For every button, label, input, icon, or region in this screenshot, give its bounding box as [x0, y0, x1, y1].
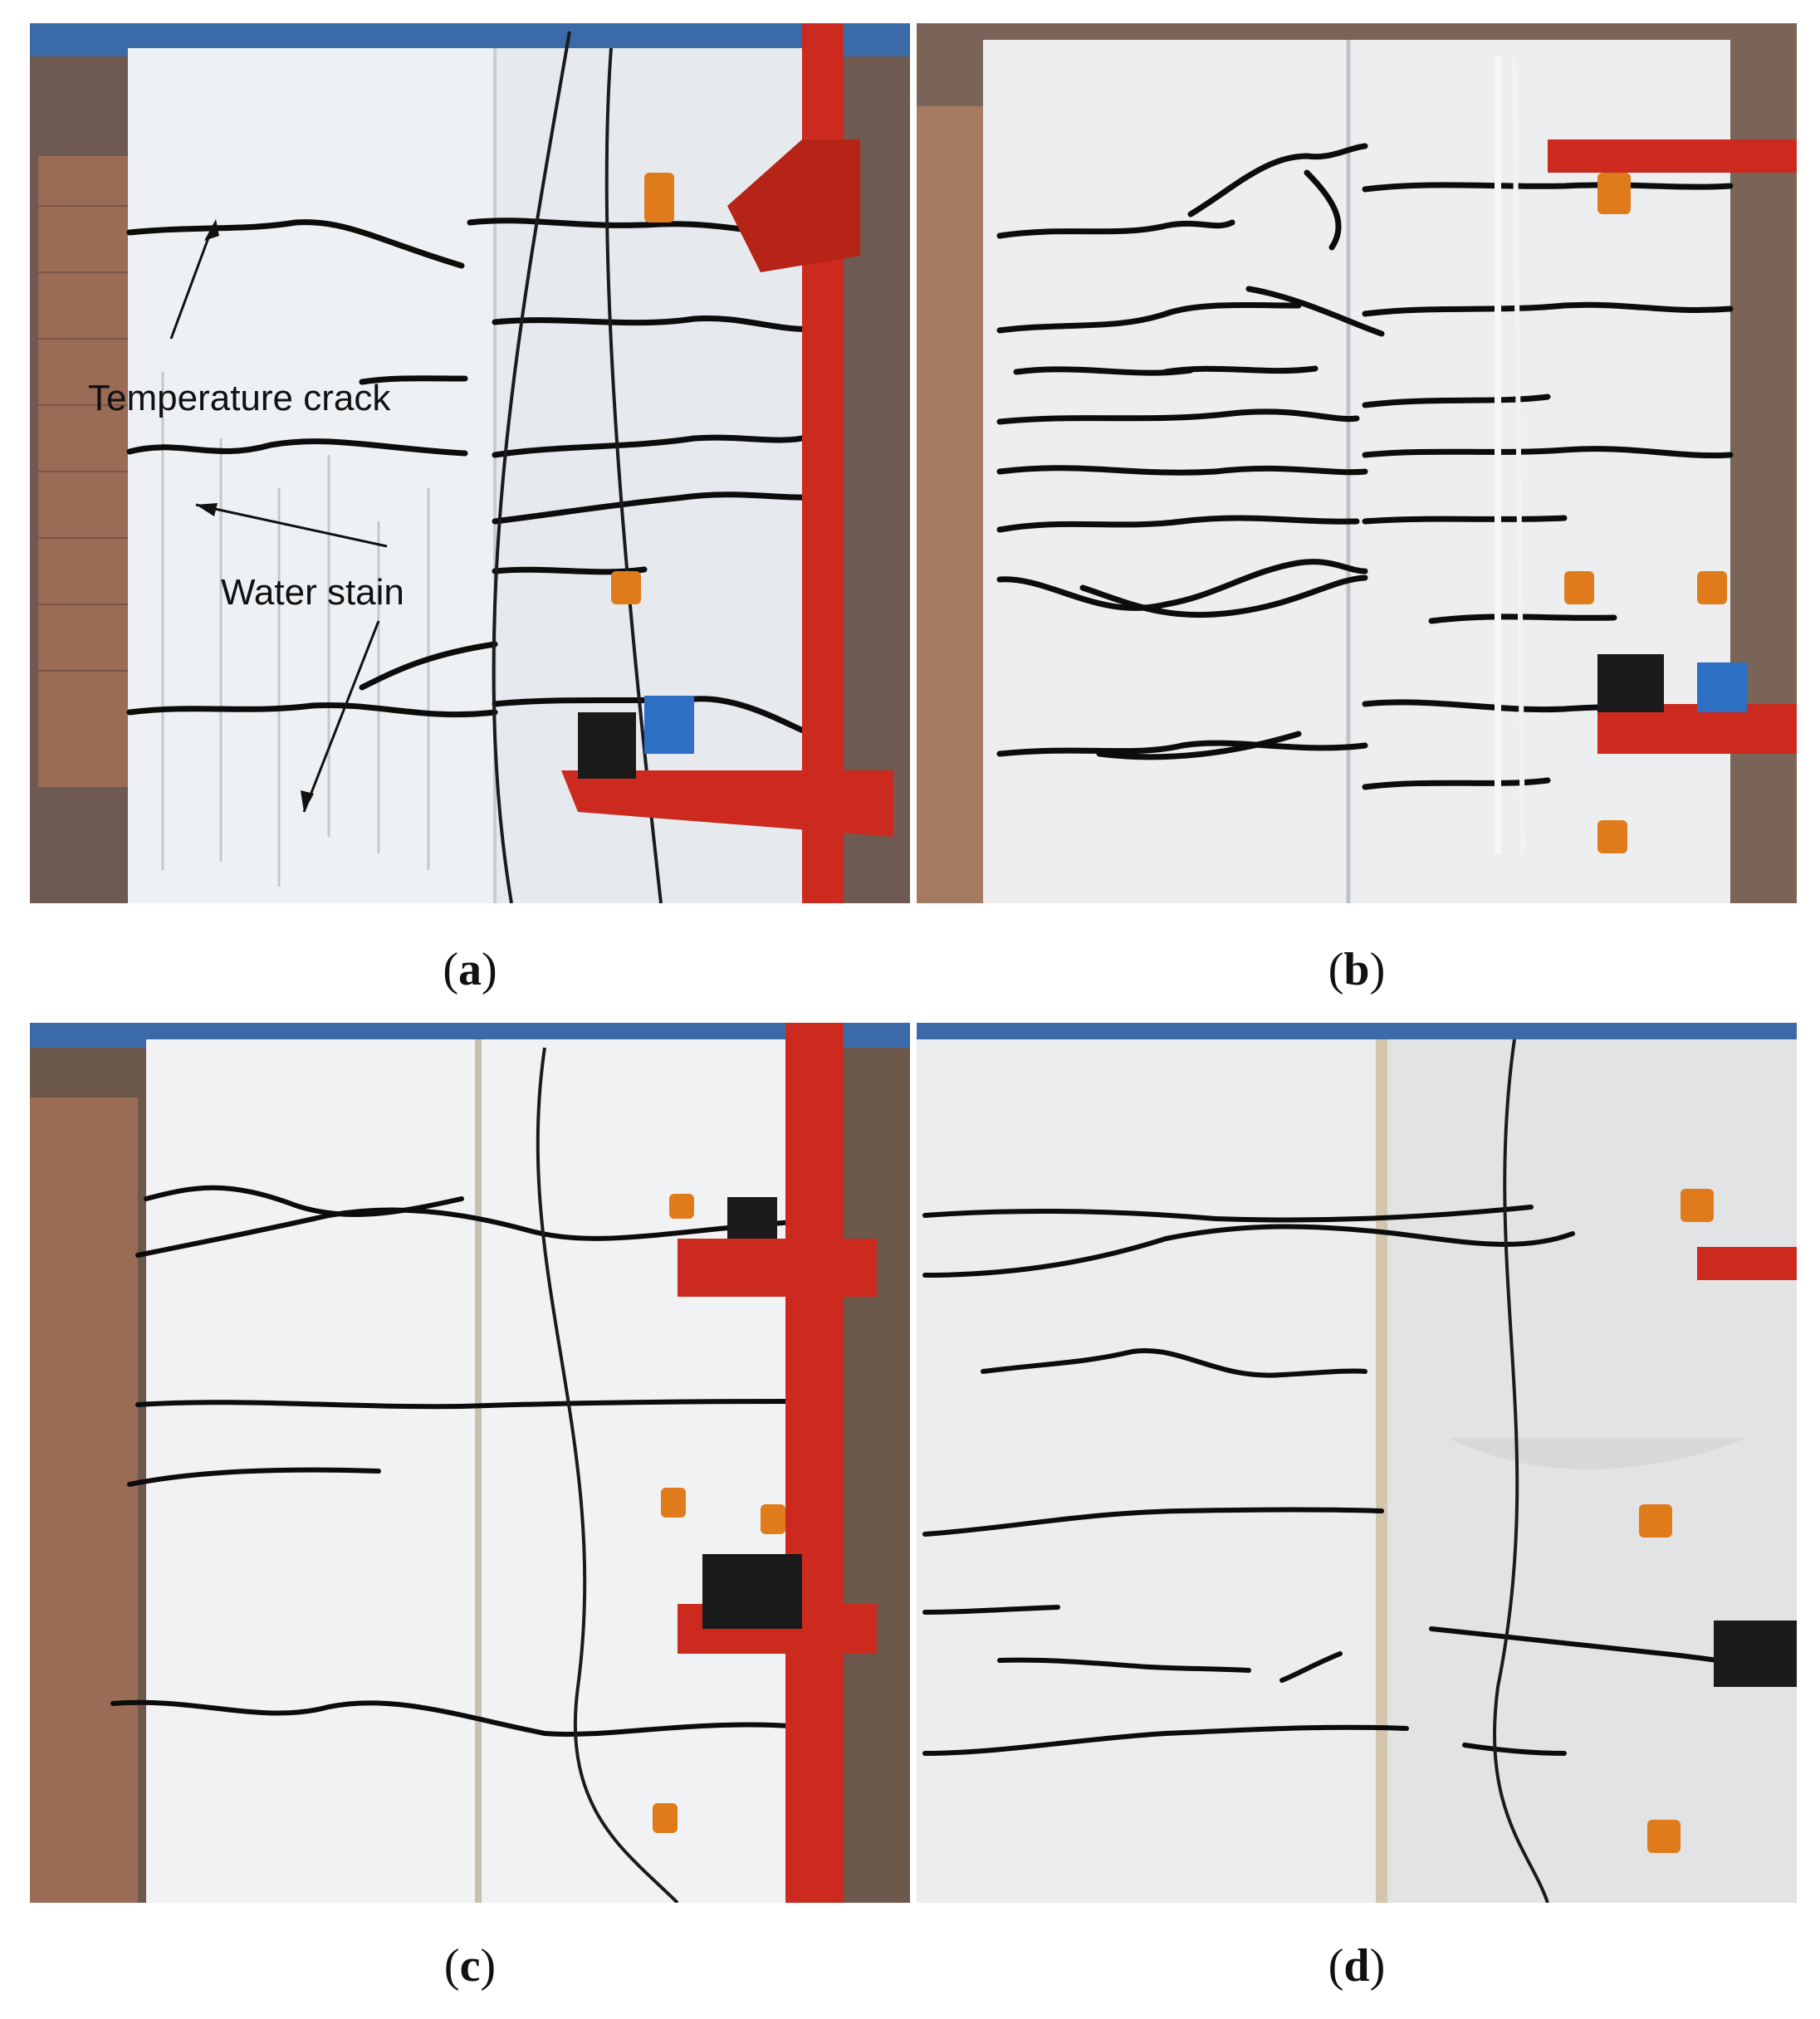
- caption-d: (d): [1328, 1940, 1386, 1992]
- temperature-crack-label: Temperature crack: [88, 378, 391, 418]
- crack-photo-d: [917, 1023, 1797, 1903]
- photo-panel-c: [30, 1023, 910, 1903]
- photo-panel-d: [917, 1023, 1797, 1903]
- caption-b: (b): [1328, 944, 1386, 995]
- caption-c: (c): [443, 1940, 497, 1992]
- crack-photo-c: [30, 1023, 910, 1903]
- steel-column-icon: [561, 23, 893, 903]
- water-stain-label: Water stain: [221, 572, 404, 613]
- photo-panel-a: Temperature crack Water stain: [30, 23, 910, 903]
- crack-photo-a: Temperature crack Water stain: [30, 23, 910, 903]
- crack-photo-b: [917, 23, 1797, 903]
- photo-panel-b: [917, 23, 1797, 903]
- caption-a: (a): [443, 944, 497, 995]
- sensor-orange-icon: [644, 173, 674, 222]
